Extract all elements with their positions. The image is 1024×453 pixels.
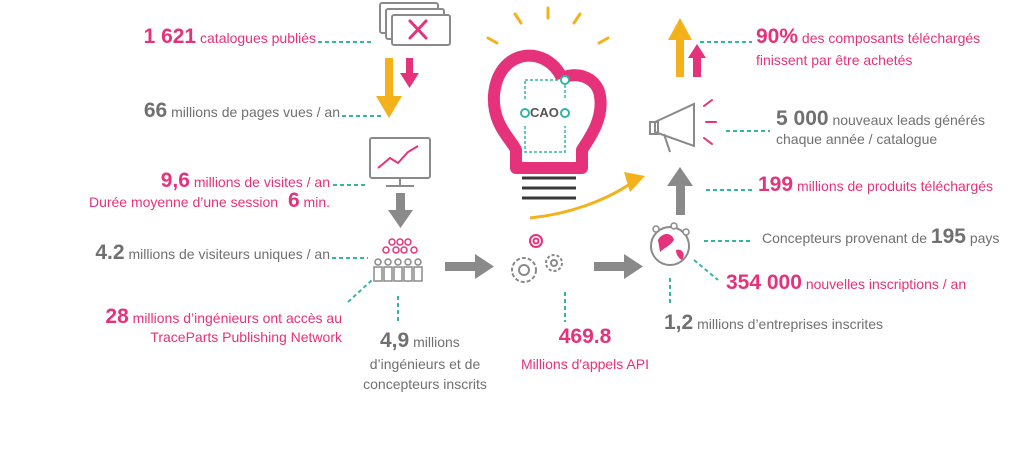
arrow-up-yellow xyxy=(668,18,692,77)
companies-number: 1,2 xyxy=(664,311,694,334)
curved-arrow-yellow xyxy=(529,172,645,220)
companies-stat: 1,2 millions d’entreprises inscrites xyxy=(664,311,884,334)
catalogues-stat: 1 621 catalogues publiés xyxy=(80,25,316,48)
globe-network-icon xyxy=(650,222,690,266)
connector-lines xyxy=(318,41,770,322)
registered-label-1: millions xyxy=(413,334,460,350)
engineers-label-1: millions d’ingénieurs ont accès au xyxy=(132,310,342,326)
wrench-screwdriver-icon xyxy=(408,19,428,40)
countries-label: Concepteurs provenant de xyxy=(762,230,927,246)
pages-label: millions de pages vues / an xyxy=(171,104,340,120)
pages-number: 66 xyxy=(143,99,168,122)
leads-stat: 5 000 nouveaux leads générés xyxy=(776,107,986,130)
countries-stat: Concepteurs provenant de 195 pays xyxy=(762,225,1000,248)
signups-number: 354 000 xyxy=(726,271,802,294)
arrow-up-pink xyxy=(688,44,706,77)
arrow-right-gray-1 xyxy=(445,254,494,279)
api-number-value: 469.8 xyxy=(558,325,612,348)
visitors-label: millions de visiteurs uniques / an xyxy=(128,246,330,262)
gears-icon xyxy=(511,234,563,283)
api-number: 469.8 xyxy=(495,325,675,348)
catalogues-label: catalogues publiés xyxy=(200,30,316,46)
countries-unit: pays xyxy=(969,230,1000,246)
visitors-number: 4.2 xyxy=(95,241,125,264)
companies-label: millions d’entreprises inscrites xyxy=(697,316,884,332)
session-number: 6 xyxy=(287,189,300,212)
arrow-down-yellow xyxy=(376,58,402,118)
arrow-down-pink xyxy=(400,58,419,88)
people-group-icon xyxy=(373,238,423,282)
purchased-label-1: des composants téléchargés xyxy=(801,30,981,46)
monitor-chart-icon xyxy=(369,137,431,187)
downloads-number: 199 xyxy=(758,173,794,196)
purchased-label-2: finissent par être achetés xyxy=(756,52,913,68)
visits-label: millions de visites / an xyxy=(193,174,330,190)
pages-stat: 66 millions de pages vues / an xyxy=(80,99,340,122)
catalogues-number: 1 621 xyxy=(143,25,197,48)
session-unit: min. xyxy=(303,194,330,210)
session-label: Durée moyenne d’une session xyxy=(88,194,279,210)
visitors-stat: 4.2 millions de visiteurs uniques / an xyxy=(20,241,330,264)
purchased-stat: 90% des composants téléchargés xyxy=(756,25,981,48)
cad-label: CAO xyxy=(530,105,559,120)
signups-stat: 354 000 nouvelles inscriptions / an xyxy=(726,271,967,294)
signups-label: nouvelles inscriptions / an xyxy=(805,276,967,292)
engineers-number: 28 xyxy=(105,305,129,328)
catalog-stack-icon xyxy=(379,2,451,46)
purchased-number: 90% xyxy=(756,25,799,48)
lightbulb-icon xyxy=(486,6,610,200)
downloads-label: millions de produits téléchargés xyxy=(796,178,994,194)
leads-label-1: nouveaux leads générés xyxy=(832,112,986,128)
visits-stat: 9,6 millions de visites / an xyxy=(60,169,330,192)
megaphone-icon xyxy=(649,99,717,153)
arrow-down-gray xyxy=(388,193,413,228)
session-stat: Durée moyenne d’une session 6 min. xyxy=(40,189,330,212)
api-label: Millions d'appels API xyxy=(521,356,649,372)
arrow-right-gray-2 xyxy=(594,254,643,279)
registered-label-3: concepteurs inscrits xyxy=(363,376,487,392)
registered-stat: 4,9 millions xyxy=(380,329,460,352)
arrow-up-gray xyxy=(667,167,693,215)
engineers-label-2: TraceParts Publishing Network xyxy=(150,329,342,345)
registered-label-2: d’ingénieurs et de xyxy=(369,356,481,372)
visits-number: 9,6 xyxy=(160,169,190,192)
leads-number: 5 000 xyxy=(776,107,829,130)
downloads-stat: 199 millions de produits téléchargés xyxy=(758,173,994,196)
registered-number: 4,9 xyxy=(380,329,410,352)
engineers-stat: 28 millions d’ingénieurs ont accès au xyxy=(30,305,342,328)
leads-label-2: chaque année / catalogue xyxy=(776,131,938,147)
countries-number: 195 xyxy=(930,225,966,248)
